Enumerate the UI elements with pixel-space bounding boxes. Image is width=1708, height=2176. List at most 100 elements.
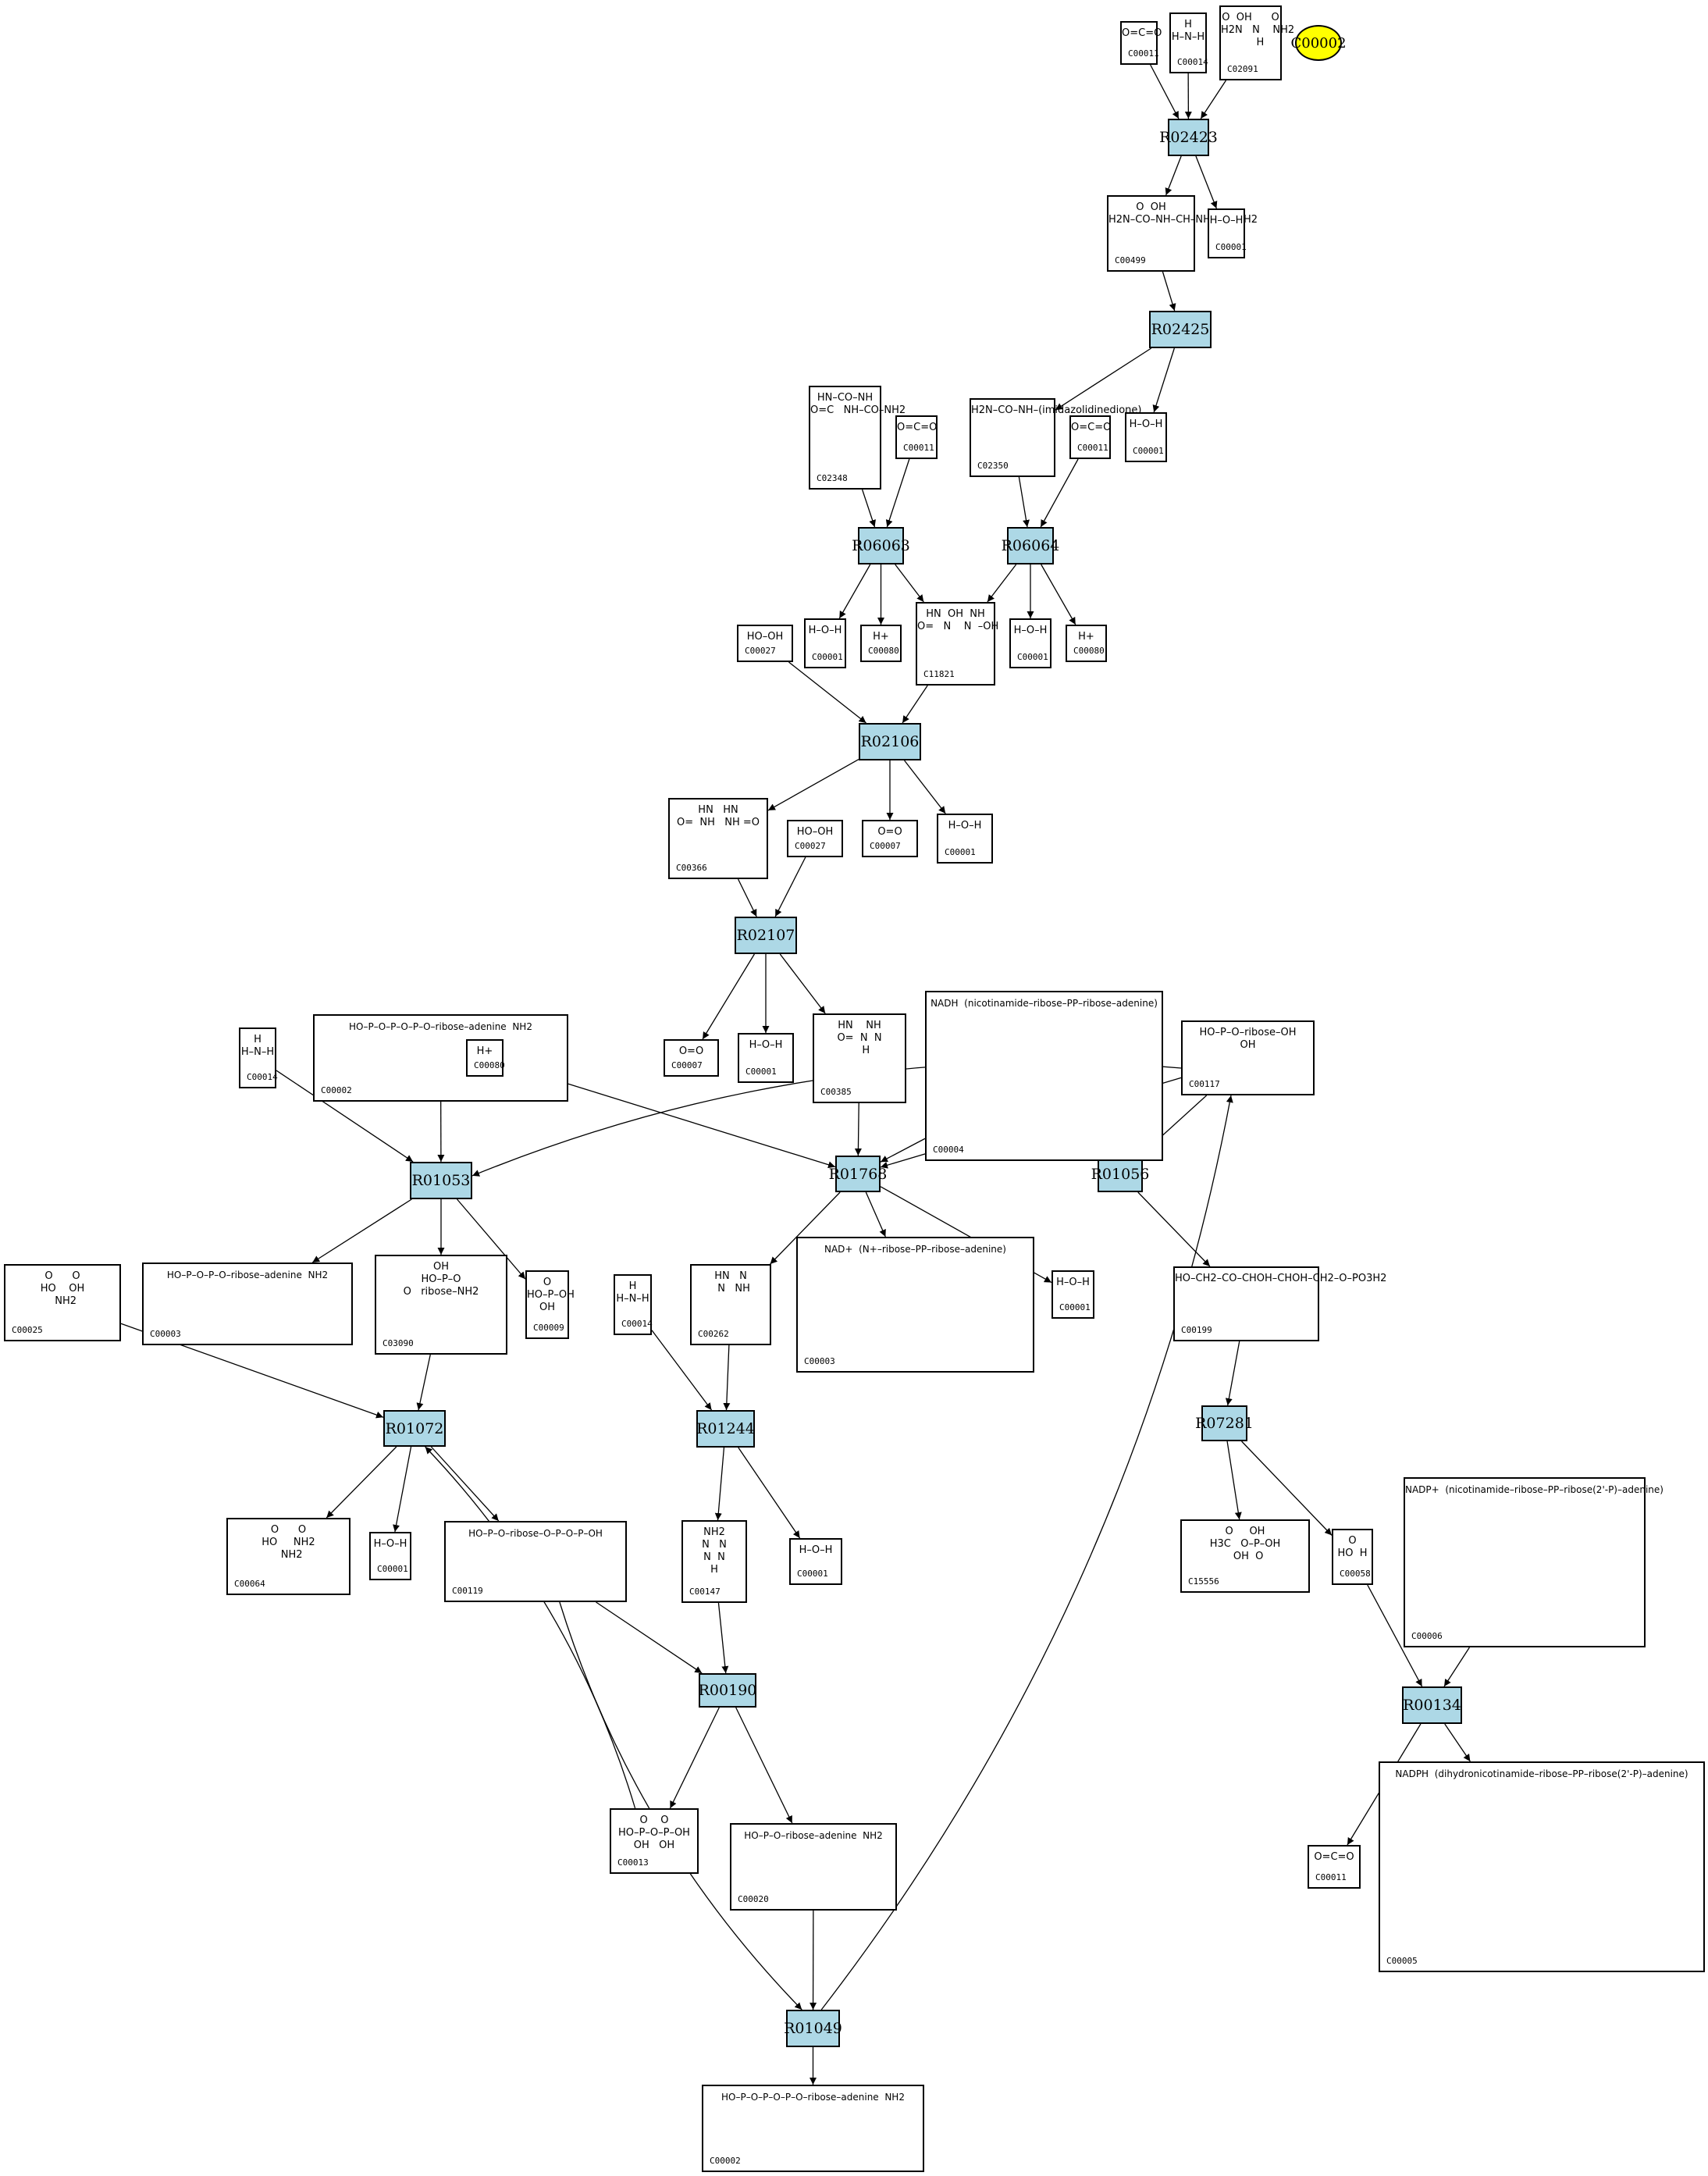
edge-R01072-to-c40 [430,1446,500,1522]
edge-c6-to-R06064 [1018,476,1030,528]
structure-formula: H–O–H [1129,418,1163,430]
compound-id-label: C00001 [1133,446,1164,456]
compound-C00080[interactable]: H+ C00080 [466,1039,505,1077]
edge-c40-to-R01049 [559,1601,802,2010]
structure-formula: O=C=O [1122,27,1162,39]
structure-formula: H H–N–H [616,1280,649,1305]
compound-id-label: C00002 [321,1085,352,1095]
compound-C00001[interactable]: H–O–H C00001 [1125,412,1167,462]
edge-c16-to-R02106 [788,661,866,724]
compound-C00004[interactable]: NADH (nicotinamide–ribose–PP–ribose–aden… [925,991,1163,1161]
compound-id-label: C00003 [804,1356,835,1366]
structure-formula: O=O [877,826,902,838]
reaction-R02423[interactable]: R02423 [1159,119,1218,156]
reaction-R01049[interactable]: R01049 [784,2010,842,2047]
highlight-compound-C00002[interactable]: C00002 [1290,25,1347,61]
structure-formula: HO–CH2–CO–CHOH–CHOH–CH2–O–PO3H2 [1175,1273,1387,1284]
edge-R06064-to-c15 [1041,564,1076,625]
reaction-R06064[interactable]: R06064 [1002,527,1059,564]
structure-formula: H+ [476,1045,493,1057]
structure-formula: H–O–H [749,1039,783,1051]
reaction-R01244[interactable]: R01244 [696,1410,755,1448]
reaction-R00190[interactable]: R00190 [699,1673,756,1708]
reaction-R02106[interactable]: R02106 [859,723,921,760]
edge-R01072-to-c38 [326,1446,397,1519]
reaction-R00134[interactable]: R00134 [1402,1686,1462,1724]
compound-C00005[interactable]: NADPH (dihydronicotinamide–ribose–PP–rib… [1379,1761,1705,1972]
edge-c36-to-R07281 [1225,1341,1240,1406]
edge-c40-to-R00190 [596,1601,703,1674]
reaction-R06063[interactable]: R06063 [852,527,910,564]
edge-c1-to-R02423 [1150,64,1180,119]
edge-c32-to-R01244 [651,1330,713,1411]
reaction-R01053[interactable]: R01053 [410,1162,472,1199]
edge-c4-to-R02425 [1162,271,1176,312]
structure-formula: HO–P–O–P–O–P–O–ribose–adenine NH2 [721,2092,905,2103]
edge-R00190-to-c46 [669,1707,720,1809]
structure-formula: HO–OH [796,826,834,838]
compound-C00080[interactable]: H+C00080 [1066,625,1107,662]
compound-C00080[interactable]: H+C00080 [860,625,902,662]
compound-id-label: C00011 [1315,1872,1347,1882]
edge-R02423-to-c5 [1195,155,1218,209]
structure-formula: H–O–H [808,625,842,636]
reaction-R01072[interactable]: R01072 [383,1410,446,1447]
edge-c44-to-R00134 [1367,1584,1423,1687]
reaction-R07281[interactable]: R07281 [1195,1405,1254,1441]
edge-R01072-to-c39 [393,1446,412,1533]
compound-id-label: C03090 [383,1338,414,1348]
reaction-R01768[interactable]: R01768 [829,1156,887,1192]
compound-C00006[interactable]: NADP+ (nicotinamide–ribose–PP–ribose(2'-… [1404,1477,1664,1647]
edge-c9-to-R06063 [861,489,876,528]
compound-id-label: C00080 [474,1060,505,1070]
compound-id-label: C11821 [923,669,955,679]
reaction-R02425[interactable]: R02425 [1149,311,1212,348]
compound-C00003[interactable]: NAD+ (N+–ribose–PP–ribose–adenine)C00003 [796,1237,1034,1373]
structure-formula: NADP+ (nicotinamide–ribose–PP–ribose(2'-… [1405,1484,1664,1495]
compound-C02350[interactable]: H2N–CO–NH–(imidazolidinedione)C02350 [970,398,1142,477]
reaction-R01056[interactable]: R01056 [1091,1156,1149,1192]
reaction-R02107[interactable]: R02107 [735,917,797,954]
